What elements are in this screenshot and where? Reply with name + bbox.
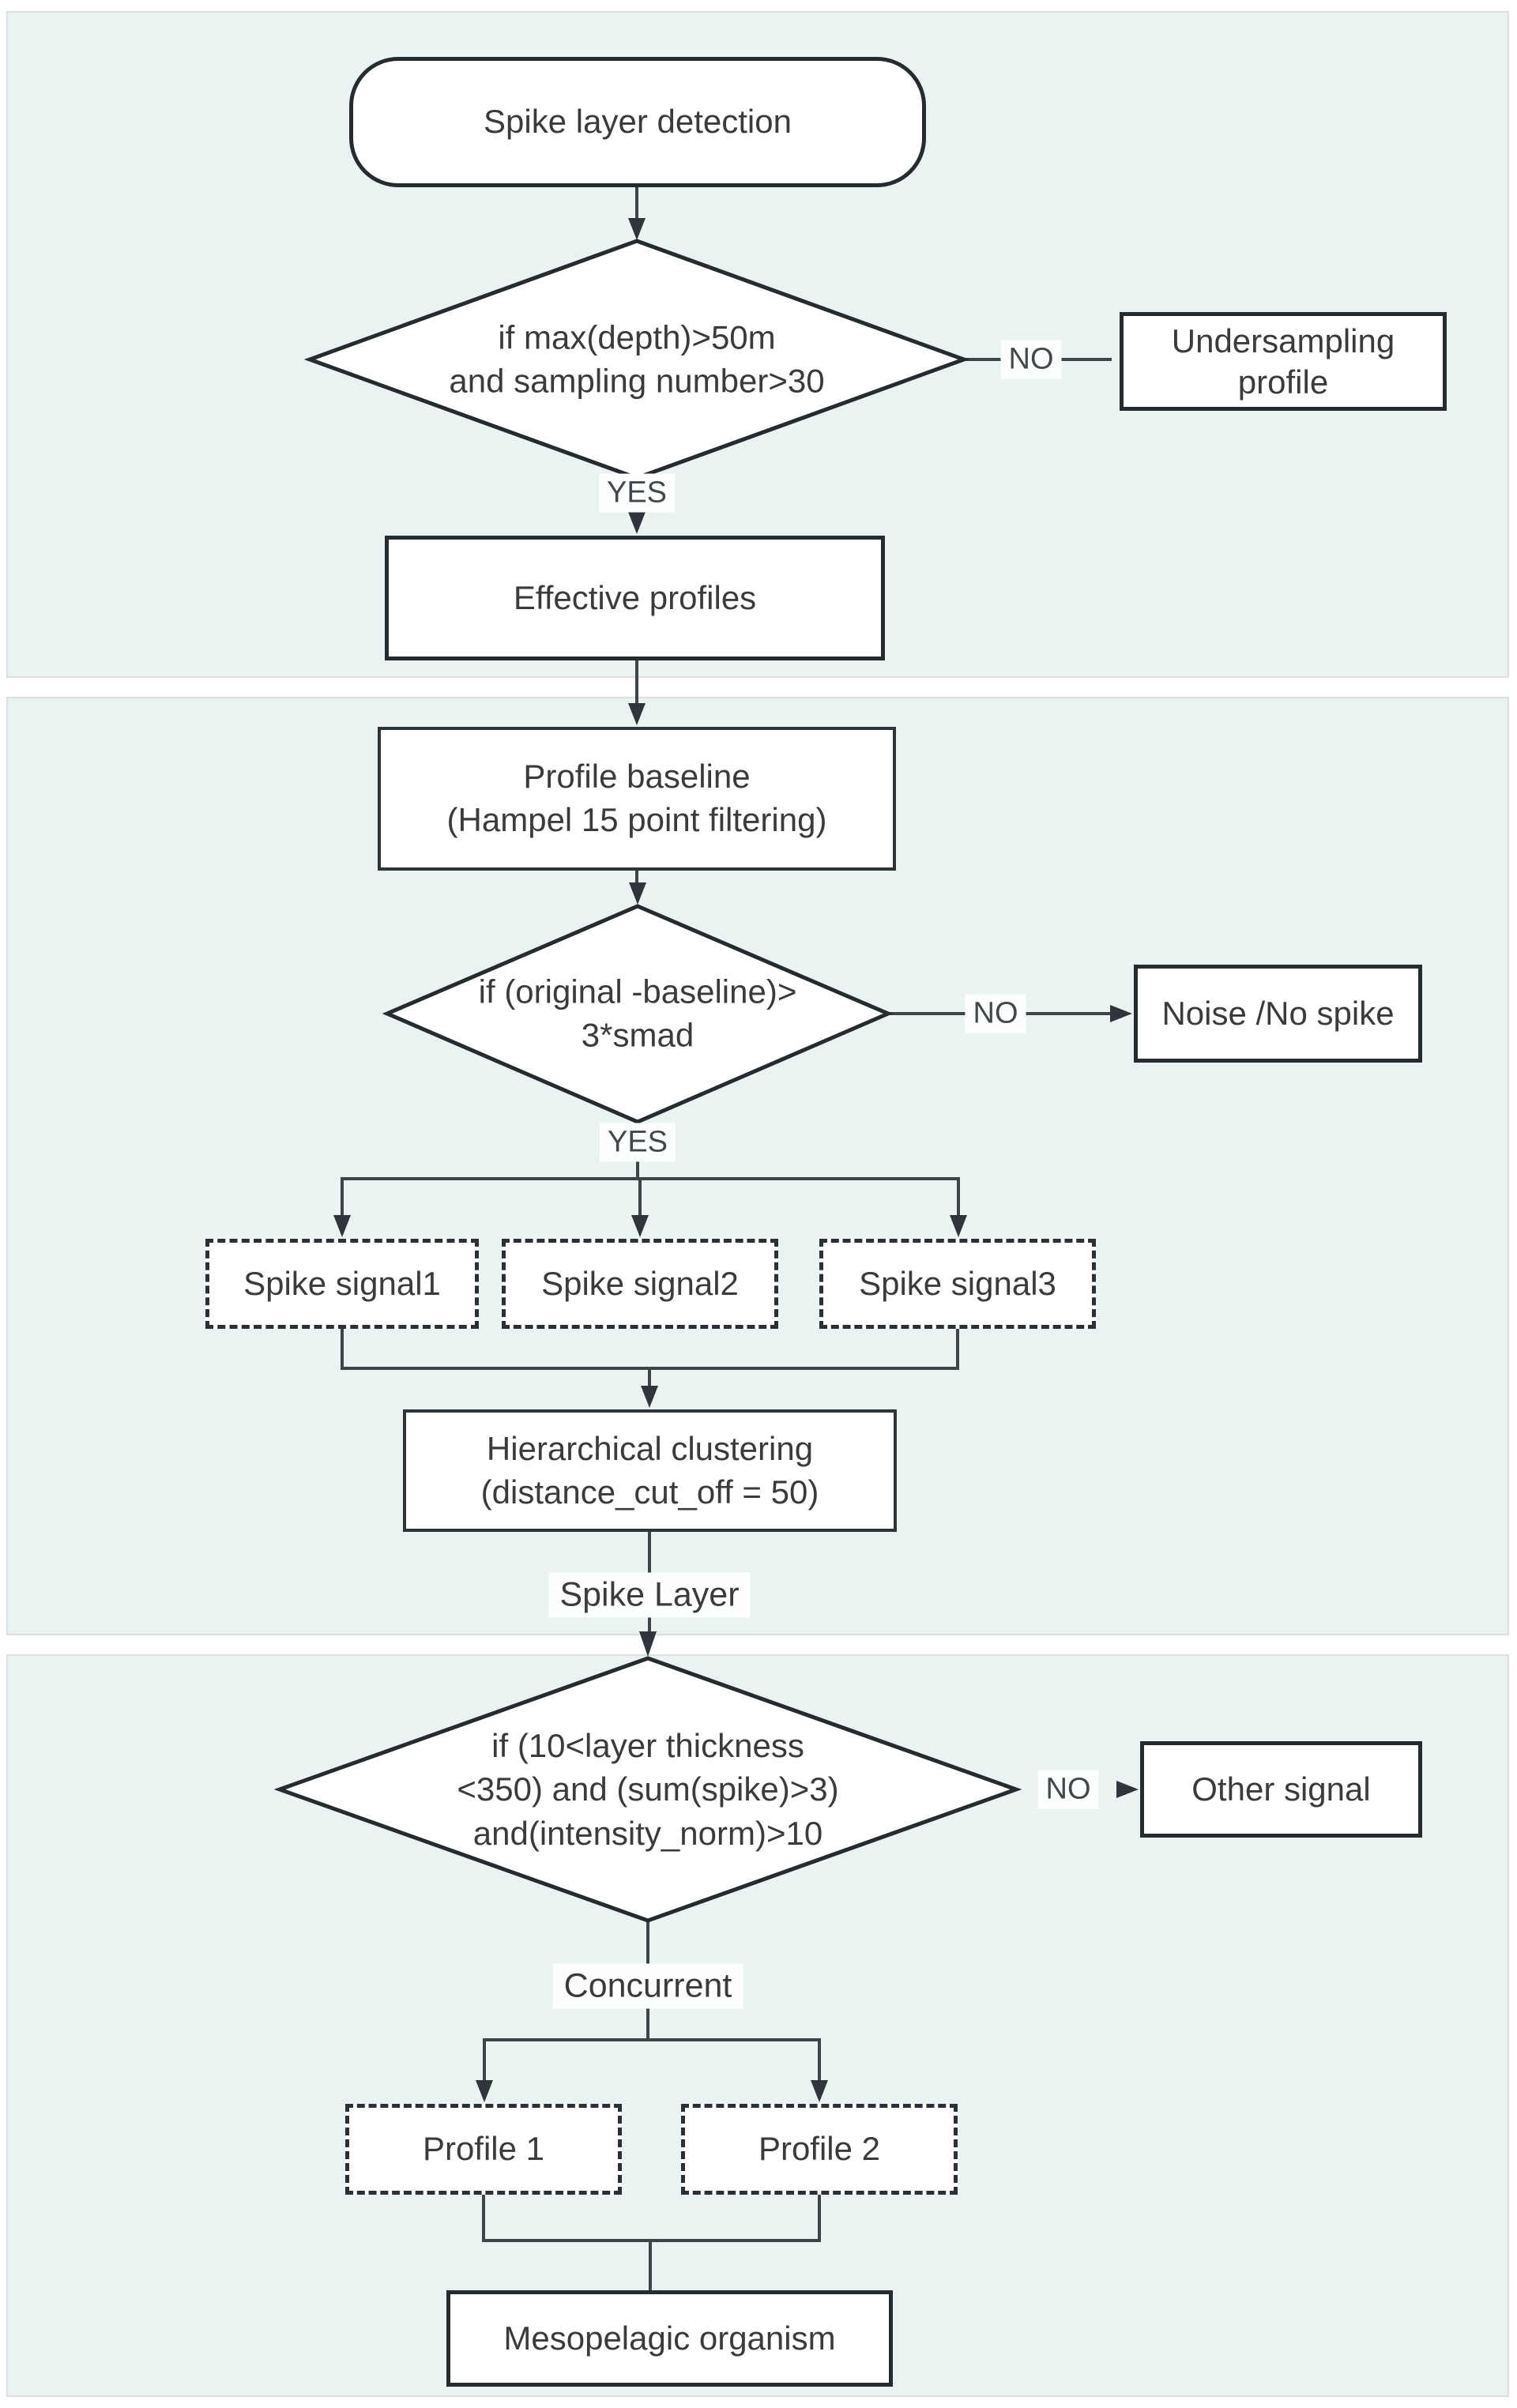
decision-3-text: if (10<layer thickness <350) and (sum(sp… — [457, 1724, 838, 1855]
edge-label-no-3: NO — [1037, 1770, 1099, 1809]
profile-2-label: Profile 2 — [758, 2130, 881, 2168]
decision-2-text: if (original -baseline)> 3*smad — [479, 970, 797, 1058]
undersampling-line-1: Undersampling — [1171, 322, 1395, 360]
hierarchical-clustering-line-1: Hierarchical clustering — [486, 1429, 814, 1467]
edge-label-yes-1: YES — [598, 473, 676, 513]
noise-no-spike-box: Noise /No spike — [1134, 965, 1422, 1063]
profile-baseline-line-2: (Hampel 15 point filtering) — [446, 801, 827, 838]
spike-signal3-label: Spike signal3 — [859, 1264, 1056, 1302]
decision-1-line-1: if max(depth)>50m — [498, 318, 776, 356]
decision-2-line-2: 3*smad — [581, 1017, 695, 1054]
decision-diamonds — [273, 239, 1022, 1923]
spike-signal1-box: Spike signal1 — [205, 1239, 479, 1329]
edge-label-yes-2: YES — [599, 1123, 676, 1162]
other-signal-label: Other signal — [1191, 1770, 1371, 1808]
decision-diamond-3 — [273, 1656, 1022, 1923]
spike-signal2-label: Spike signal2 — [541, 1264, 739, 1302]
undersampling-profile-box: Undersampling profile — [1120, 312, 1447, 411]
mesopelagic-organism-label: Mesopelagic organism — [503, 2319, 836, 2357]
profile-baseline-box: Profile baseline (Hampel 15 point filter… — [378, 727, 896, 871]
hierarchical-clustering-box: Hierarchical clustering (distance_cut_of… — [403, 1409, 897, 1532]
edge-label-no-1: NO — [1000, 340, 1062, 379]
hierarchical-clustering-line-2: (distance_cut_off = 50) — [480, 1473, 819, 1511]
other-signal-box: Other signal — [1140, 1741, 1422, 1838]
concurrent-label: Concurrent — [552, 1963, 743, 2009]
effective-profiles-box: Effective profiles — [385, 536, 885, 660]
decision-1-text: if max(depth)>50m and sampling number>30 — [449, 316, 824, 404]
decision-3-line-1: if (10<layer thickness — [491, 1726, 804, 1764]
profile-baseline-line-1: Profile baseline — [523, 758, 751, 796]
start-terminator: Spike layer detection — [349, 57, 926, 187]
spike-signal3-box: Spike signal3 — [819, 1239, 1096, 1329]
undersampling-line-2: profile — [1237, 363, 1329, 401]
spike-signal1-label: Spike signal1 — [243, 1264, 441, 1302]
decision-3-line-3: and(intensity_norm)>10 — [472, 1814, 823, 1852]
decision-diamond-2 — [382, 904, 894, 1124]
profile-1-box: Profile 1 — [345, 2104, 622, 2195]
profile-2-box: Profile 2 — [681, 2104, 958, 2195]
noise-no-spike-label: Noise /No spike — [1161, 994, 1395, 1032]
profile-1-label: Profile 1 — [422, 2130, 545, 2168]
effective-profiles-label: Effective profiles — [513, 578, 757, 616]
start-label: Spike layer detection — [484, 103, 792, 141]
spike-layer-label: Spike Layer — [548, 1572, 751, 1618]
decision-2-line-1: if (original -baseline)> — [478, 973, 797, 1010]
edge-label-no-2: NO — [965, 994, 1026, 1033]
spike-signal2-box: Spike signal2 — [502, 1239, 778, 1329]
decision-1-line-2: and sampling number>30 — [449, 363, 825, 400]
arrowheads — [333, 218, 1139, 2102]
decision-3-line-2: <350) and (sum(spike)>3) — [457, 1770, 839, 1808]
mesopelagic-organism-box: Mesopelagic organism — [446, 2290, 893, 2387]
